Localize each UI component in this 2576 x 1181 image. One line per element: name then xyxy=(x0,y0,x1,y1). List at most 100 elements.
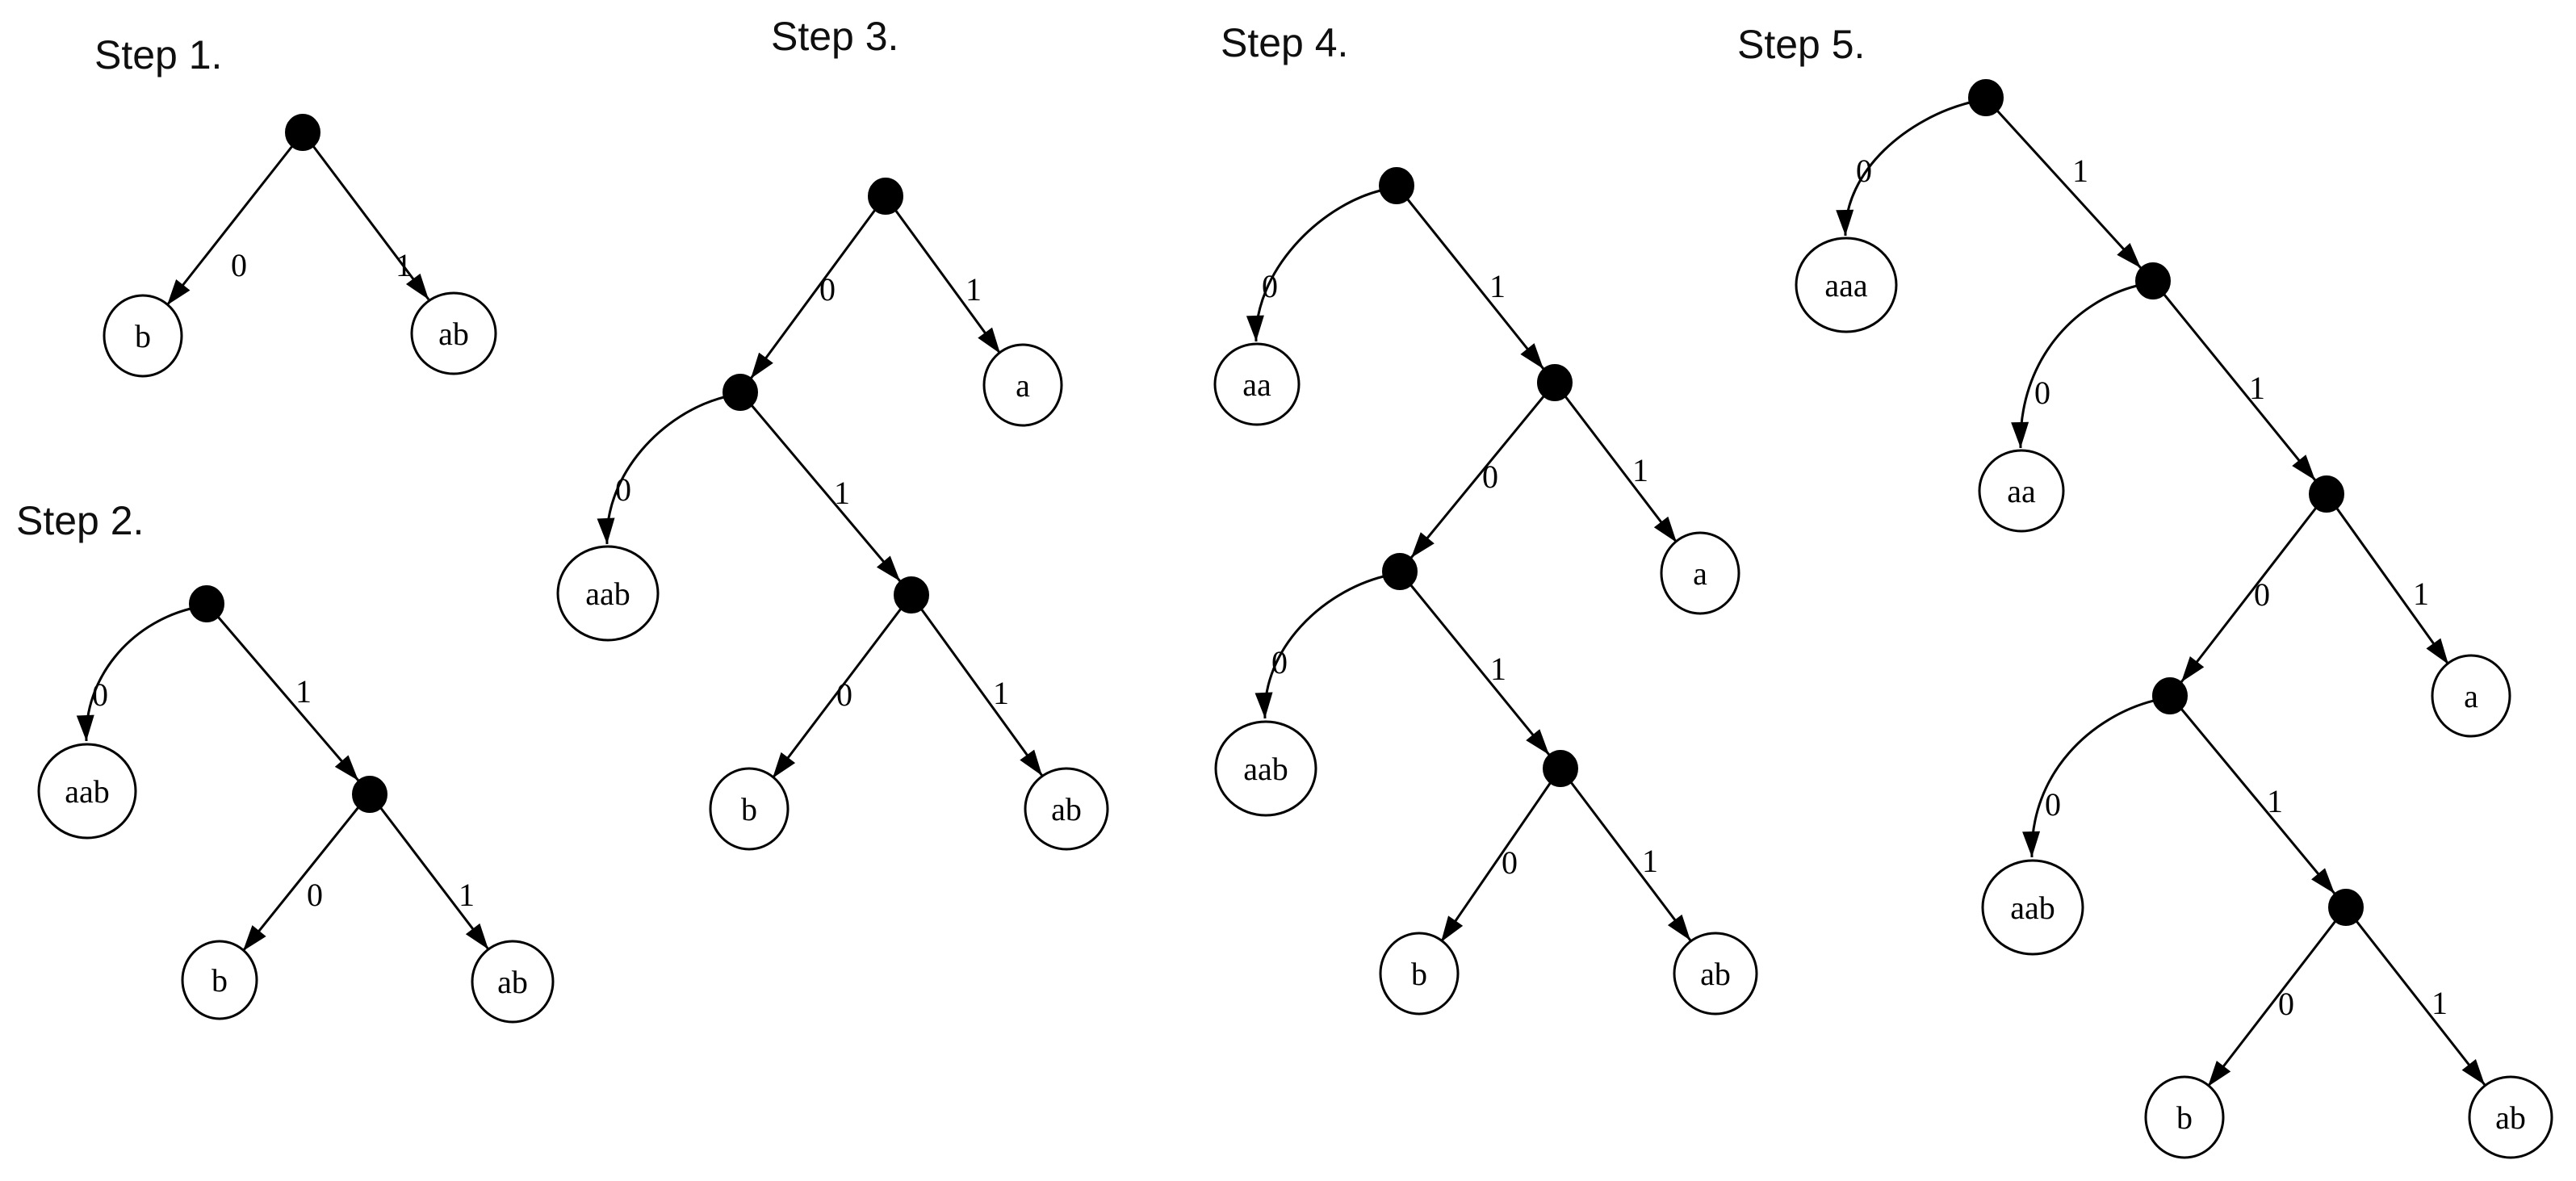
step5-edge-label-1c: 1 xyxy=(2413,576,2429,612)
step4-edge-label-0a: 0 xyxy=(1262,268,1278,304)
step4-edge-internal3-to-b xyxy=(1439,781,1552,943)
step4-edge-label-1c: 1 xyxy=(1490,651,1506,687)
step5-edge-label-1a: 1 xyxy=(2072,153,2088,189)
step5-leaf-aab xyxy=(1981,859,2084,956)
step5-internal-node-3 xyxy=(2152,677,2188,714)
step4-leaf-b-label: b xyxy=(1411,956,1427,992)
step3-leaf-ab xyxy=(1024,767,1109,851)
step4-edge-internal3-to-ab xyxy=(1569,781,1692,941)
step4-edge-internal2-to-internal3 xyxy=(1409,584,1551,756)
step5-leaf-a-label: a xyxy=(2464,678,2478,714)
step3-edge-internal2-to-ab xyxy=(919,608,1044,777)
step5-leaf-aaa xyxy=(1795,237,1898,333)
step1-edge-label-1: 1 xyxy=(396,247,412,283)
step4-internal-node-3 xyxy=(1543,750,1578,787)
step3-leaf-ab-label: ab xyxy=(1051,791,1082,827)
step5-edge-label-1e: 1 xyxy=(2431,985,2448,1021)
step5-edge-label-0c: 0 xyxy=(2254,576,2270,613)
step2-leaf-b xyxy=(181,940,258,1020)
step5-edge-label-0a: 0 xyxy=(1856,153,1872,189)
step4-leaf-b xyxy=(1379,932,1460,1016)
step4-leaf-ab-label: ab xyxy=(1700,956,1731,992)
step2-root-node xyxy=(189,585,224,622)
step2-edge-label-1a: 1 xyxy=(295,673,312,710)
step4-leaf-aab-label: aab xyxy=(1243,751,1288,787)
step5-edge-label-1b: 1 xyxy=(2249,370,2265,406)
step5-edge-internal2-to-a xyxy=(2335,508,2450,665)
step5-edge-label-0b: 0 xyxy=(2034,375,2050,411)
step3-internal-node-2 xyxy=(894,576,929,614)
step5-edge-internal2-to-internal3 xyxy=(2180,507,2318,683)
step4-internal-node-1 xyxy=(1537,364,1573,401)
step5-root-node xyxy=(1968,79,2004,116)
step4-edge-label-1d: 1 xyxy=(1642,843,1658,879)
step5-leaf-ab-label: ab xyxy=(2495,1099,2526,1136)
step5-edge-internal3-to-internal4 xyxy=(2180,708,2336,894)
step3-edge-label-0b: 0 xyxy=(615,471,631,508)
step4-edge-label-1b: 1 xyxy=(1632,452,1648,488)
step2-leaf-b-label: b xyxy=(212,962,228,999)
step1-edge-label-0: 0 xyxy=(231,247,247,283)
step4-leaf-aa xyxy=(1213,342,1301,426)
step2-title: Step 2. xyxy=(16,498,144,543)
step3-edge-internal1-to-aab xyxy=(597,396,725,545)
step1-root-node xyxy=(285,114,320,151)
step3-edge-internal2-to-b xyxy=(771,608,903,779)
step3-leaf-b-label: b xyxy=(741,791,757,827)
step4-leaf-a xyxy=(1660,531,1740,615)
step5-tree: Step 5. 0 1 0 1 0 1 0 1 0 1 aaa aa a aab xyxy=(1737,22,2553,1159)
step5-title: Step 5. xyxy=(1737,22,1865,67)
step5-edge-root-to-aaa xyxy=(1836,101,1971,237)
step4-edge-root-to-aa xyxy=(1246,189,1381,342)
step5-edge-internal1-to-internal2 xyxy=(2163,294,2317,481)
step2-edge-internal-to-b xyxy=(241,806,360,952)
step4-leaf-aa-label: aa xyxy=(1242,366,1271,403)
step3-edge-internal1-to-internal2 xyxy=(750,404,902,582)
step4-edge-label-0d: 0 xyxy=(1502,844,1518,881)
step4-edge-label-0c: 0 xyxy=(1271,644,1288,681)
step5-leaf-aa xyxy=(1978,449,2065,533)
step4-internal-node-2 xyxy=(1382,553,1418,590)
step1-leaf-ab-label: ab xyxy=(438,316,469,352)
step3-tree: Step 3. 0 1 0 1 0 1 a aab b ab xyxy=(556,14,1109,851)
step3-leaf-aab-label: aab xyxy=(585,576,630,612)
step4-edge-label-0b: 0 xyxy=(1482,459,1498,495)
step3-title: Step 3. xyxy=(771,14,898,59)
step5-edge-internal4-to-ab xyxy=(2355,920,2486,1086)
step4-edge-label-1a: 1 xyxy=(1489,268,1506,304)
step5-edge-internal4-to-b xyxy=(2206,920,2337,1087)
step3-edge-label-0a: 0 xyxy=(819,271,836,308)
step2-edge-internal-to-ab xyxy=(379,806,490,950)
step4-leaf-ab xyxy=(1673,932,1758,1016)
step3-edge-label-1c: 1 xyxy=(993,675,1009,711)
step1-leaf-b-label: b xyxy=(135,318,151,354)
step3-internal-node-1 xyxy=(723,374,758,411)
step5-edge-label-1d: 1 xyxy=(2267,783,2283,819)
step4-leaf-aab xyxy=(1214,720,1317,817)
step5-internal-node-1 xyxy=(2135,262,2171,299)
step5-internal-node-2 xyxy=(2309,475,2344,513)
step3-leaf-b xyxy=(709,767,790,851)
step1-title: Step 1. xyxy=(94,32,222,77)
step2-tree: Step 2. 0 1 0 1 aab b ab xyxy=(16,498,555,1024)
step4-edge-internal1-to-a xyxy=(1564,396,1678,543)
step1-leaf-b xyxy=(103,294,183,378)
step5-leaf-aaa-label: aaa xyxy=(1824,267,1868,304)
step2-edge-label-1b: 1 xyxy=(459,877,475,913)
step3-edge-root-to-a xyxy=(894,209,1002,354)
step2-leaf-ab-label: ab xyxy=(497,964,528,1000)
step4-root-node xyxy=(1379,167,1414,204)
step5-edge-internal1-to-aa xyxy=(2011,284,2138,449)
step2-edge-label-0b: 0 xyxy=(307,877,323,913)
step2-edge-label-0a: 0 xyxy=(92,676,108,713)
step3-root-node xyxy=(868,178,903,215)
step5-internal-node-4 xyxy=(2328,889,2364,926)
step2-edge-root-to-aab xyxy=(76,607,191,742)
step3-leaf-a-label: a xyxy=(1016,367,1030,404)
step2-edge-root-to-internal xyxy=(216,616,360,781)
step1-tree: Step 1. 0 1 b ab xyxy=(94,32,497,378)
step2-leaf-aab-label: aab xyxy=(65,773,110,810)
step4-leaf-a-label: a xyxy=(1693,555,1707,592)
step2-leaf-aab xyxy=(37,743,137,840)
step5-leaf-ab xyxy=(2468,1075,2553,1159)
